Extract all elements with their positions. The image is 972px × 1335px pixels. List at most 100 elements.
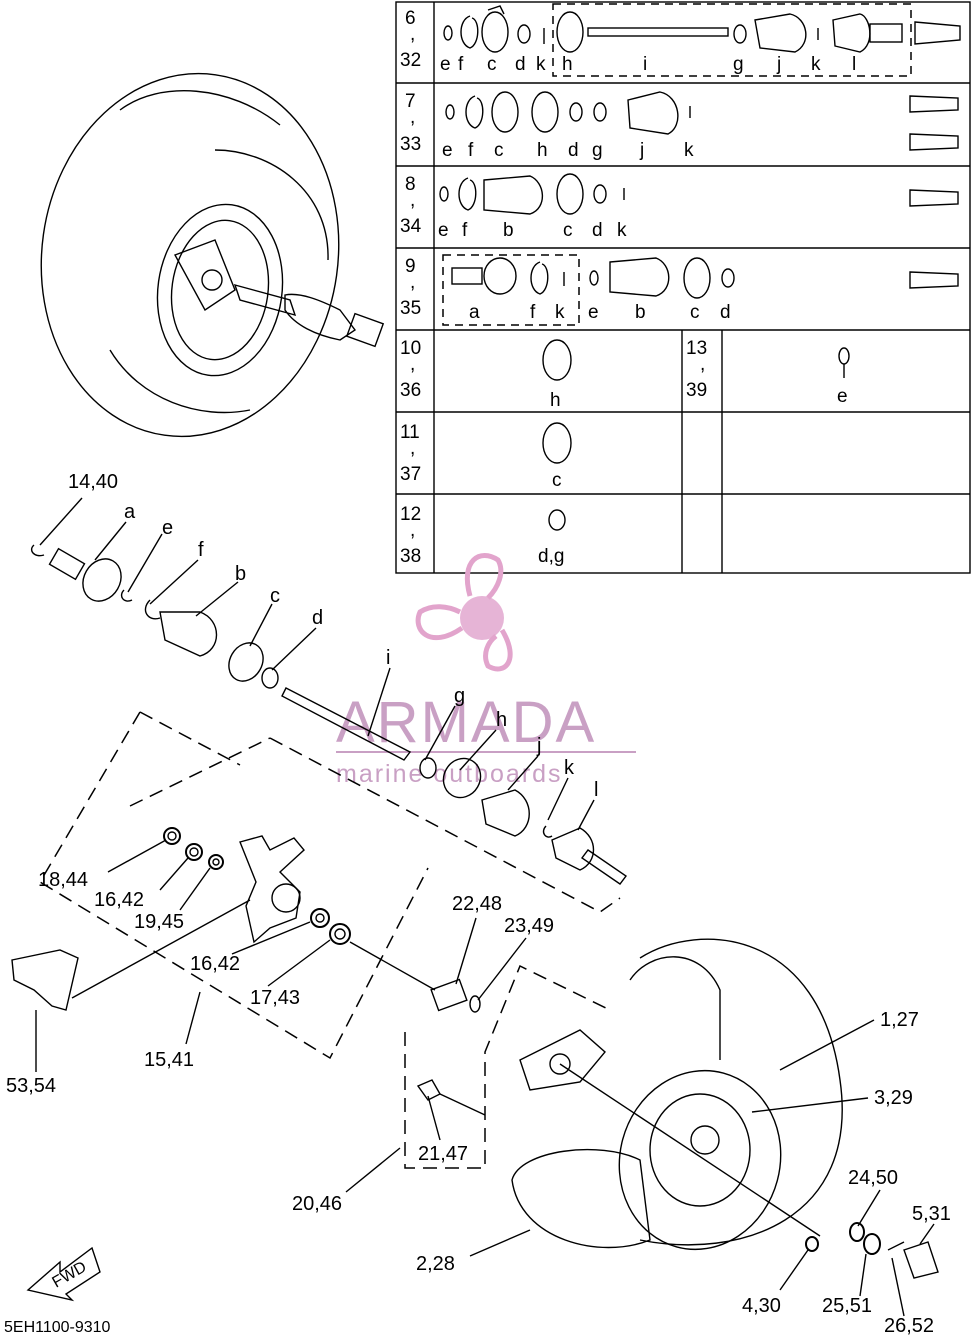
table-row-5-label-c: 36 bbox=[400, 380, 421, 401]
row4-letter-d: d bbox=[720, 302, 731, 323]
row1-letter-k2: k bbox=[811, 54, 821, 75]
callout-25-51: 25,51 bbox=[822, 1295, 872, 1317]
table-row-4-label-b: , bbox=[410, 272, 415, 293]
table-row-5-label-a: 10 bbox=[400, 338, 421, 359]
callout-b: b bbox=[235, 563, 246, 585]
diagram-code: 5EH1100-9310 bbox=[4, 1319, 111, 1335]
row3-parts bbox=[439, 173, 959, 215]
row2-letter-d: d bbox=[568, 140, 579, 161]
callout-16-42-a: 16,42 bbox=[94, 889, 144, 911]
table-row-3-label-c: 34 bbox=[400, 216, 422, 237]
callout-g: g bbox=[454, 685, 465, 707]
callout-19-45: 19,45 bbox=[134, 911, 184, 933]
row1-parts bbox=[443, 5, 961, 53]
row3-letter-b: b bbox=[503, 220, 514, 241]
row2-letter-g: g bbox=[592, 140, 603, 161]
callout-23-49: 23,49 bbox=[504, 915, 554, 937]
armada-watermark: ARMADA marine outboards bbox=[336, 553, 636, 788]
row3-letter-k: k bbox=[617, 220, 627, 241]
callout-17-43: 17,43 bbox=[250, 987, 300, 1009]
callout-3-29: 3,29 bbox=[874, 1087, 913, 1109]
row4-letter-k: k bbox=[555, 302, 565, 323]
callout-l: l bbox=[594, 779, 598, 801]
row4-letter-b: b bbox=[635, 302, 646, 323]
table-row-4-label-a: 9 bbox=[405, 256, 416, 277]
row1-letter-e: e bbox=[440, 54, 451, 75]
callout-4-30: 4,30 bbox=[742, 1295, 781, 1317]
callout-leaders bbox=[35, 497, 935, 1317]
callout-18-44: 18,44 bbox=[38, 869, 88, 891]
row4-letter-f: f bbox=[530, 302, 536, 323]
bottom-wheel-illustration bbox=[404, 938, 939, 1279]
row3-letter-e: e bbox=[438, 220, 449, 241]
callout-14-40: 14,40 bbox=[68, 471, 118, 493]
table-row-3-label-b: , bbox=[410, 190, 415, 211]
row2-parts bbox=[445, 91, 959, 151]
callout-i: i bbox=[386, 647, 390, 669]
table-row-1-label-a: 6 bbox=[405, 8, 416, 29]
row1-letter-f: f bbox=[458, 54, 464, 75]
row1-letter-c: c bbox=[487, 54, 497, 75]
table-row-1-label-c: 32 bbox=[400, 50, 421, 71]
table-row-7-label-a: 12 bbox=[400, 504, 421, 525]
kit-table: 6 , 32 7 , 33 8 , 34 9 , 35 10 , 36 13 ,… bbox=[395, 1, 971, 574]
callout-f: f bbox=[198, 539, 204, 561]
table-row-5-label-b: , bbox=[410, 354, 415, 375]
watermark-tagline: marine outboards bbox=[336, 760, 563, 788]
callout-53-54: 53,54 bbox=[6, 1075, 56, 1097]
row3-letter-f: f bbox=[462, 220, 468, 241]
row1-letter-i: i bbox=[643, 54, 647, 75]
callout-h: h bbox=[496, 709, 507, 731]
table-row-2-label-a: 7 bbox=[405, 91, 416, 112]
top-wheel-illustration bbox=[40, 72, 385, 438]
row1-letter-d: d bbox=[515, 54, 526, 75]
callout-16-42-b: 16,42 bbox=[190, 953, 240, 975]
callout-2-28: 2,28 bbox=[416, 1253, 455, 1275]
table-row-2-label-c: 33 bbox=[400, 134, 421, 155]
table-row-6-label-c: 37 bbox=[400, 464, 421, 485]
row2-letter-j: j bbox=[639, 140, 644, 161]
row6-letter-c: c bbox=[552, 470, 562, 491]
row4-letter-a: a bbox=[469, 302, 480, 323]
callout-d: d bbox=[312, 607, 323, 629]
row3-letter-c: c bbox=[563, 220, 573, 241]
steering-knuckle-group bbox=[11, 711, 621, 1060]
fwd-arrow-label: FWD bbox=[50, 1259, 90, 1292]
row2-letter-e: e bbox=[442, 140, 453, 161]
row2-letter-f: f bbox=[468, 140, 474, 161]
table-row-7-label-b: , bbox=[410, 520, 415, 541]
callout-20-46: 20,46 bbox=[292, 1193, 342, 1215]
table-row-5b-label-a: 13 bbox=[686, 338, 707, 359]
fwd-arrow-icon: FWD bbox=[26, 1246, 101, 1302]
row5b-letter-e: e bbox=[837, 386, 848, 407]
row2-letter-h: h bbox=[537, 140, 548, 161]
table-row-3-label-a: 8 bbox=[405, 174, 416, 195]
callout-a: a bbox=[124, 501, 136, 523]
callout-5-31: 5,31 bbox=[912, 1203, 951, 1225]
callout-24-50: 24,50 bbox=[848, 1167, 898, 1189]
callout-c: c bbox=[270, 585, 280, 607]
callout-15-41: 15,41 bbox=[144, 1049, 194, 1071]
row1-letter-j: j bbox=[776, 54, 781, 75]
row4-parts bbox=[451, 257, 959, 299]
row4-letter-e: e bbox=[588, 302, 599, 323]
row4-letter-c: c bbox=[690, 302, 700, 323]
table-row-6-label-a: 11 bbox=[400, 422, 420, 443]
table-row-1-label-b: , bbox=[410, 24, 415, 45]
row1-letter-l: l bbox=[852, 54, 856, 75]
table-row-2-label-b: , bbox=[410, 107, 415, 128]
row3-letter-d: d bbox=[592, 220, 603, 241]
callout-1-27: 1,27 bbox=[880, 1009, 919, 1031]
table-row-7-label-c: 38 bbox=[400, 546, 421, 567]
table-row-5b-label-c: 39 bbox=[686, 380, 707, 401]
row1-letter-h: h bbox=[562, 54, 573, 75]
row1-letter-k: k bbox=[536, 54, 546, 75]
table-row-4-label-c: 35 bbox=[400, 298, 421, 319]
row2-letter-c: c bbox=[494, 140, 504, 161]
callout-22-48: 22,48 bbox=[452, 893, 502, 915]
callout-k: k bbox=[564, 757, 575, 779]
row1-letter-g: g bbox=[733, 54, 744, 75]
table-row-6-label-b: , bbox=[410, 438, 415, 459]
callout-j: j bbox=[536, 735, 541, 757]
callout-e: e bbox=[162, 517, 173, 539]
